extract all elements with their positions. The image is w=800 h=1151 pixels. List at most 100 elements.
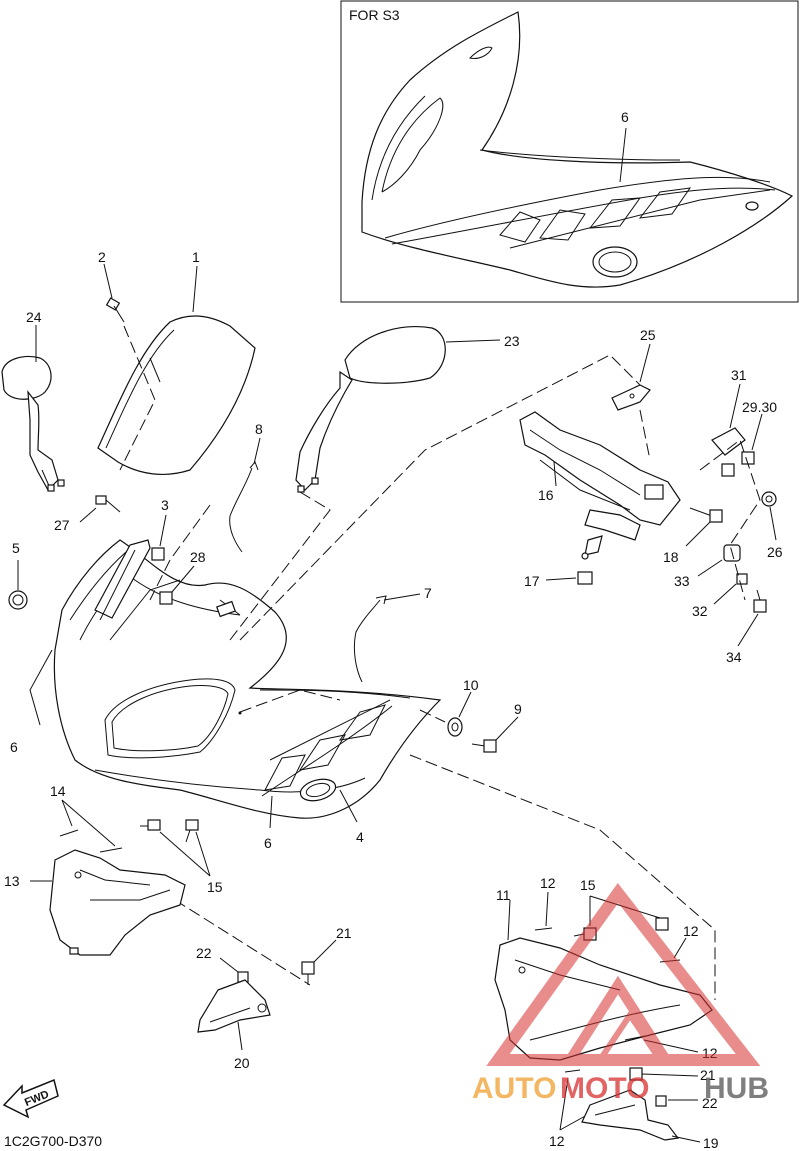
leader-33 — [697, 559, 723, 577]
inner-panel-left — [49, 849, 186, 956]
watermark-part1: AUTO — [472, 1072, 556, 1105]
callout-34: 34 — [726, 649, 742, 665]
dashline-bolt9 — [419, 709, 446, 723]
callout-28: 28 — [190, 549, 206, 565]
nut-28 — [159, 591, 173, 605]
inset-graphic-stripe — [499, 187, 771, 249]
callout-3: 3 — [161, 497, 169, 513]
hose-8 — [229, 461, 259, 553]
leader-15-left — [159, 831, 211, 877]
hose-7 — [353, 595, 387, 683]
callout-10: 10 — [463, 677, 479, 693]
callout-32: 32 — [692, 603, 708, 619]
leader-28 — [171, 565, 195, 593]
leader-6-bottom — [269, 795, 273, 829]
bolt-9 — [471, 739, 497, 753]
leader-9 — [495, 716, 519, 741]
dashline-mirror-mount — [229, 491, 331, 641]
bracket-31 — [711, 427, 746, 456]
callout-15-right: 15 — [580, 877, 596, 893]
leader-18 — [685, 521, 711, 547]
dashline-2 — [119, 325, 156, 471]
leader-22-left — [219, 957, 239, 973]
inset-fastener-hole — [745, 201, 759, 211]
callout-5: 5 — [12, 540, 20, 556]
leader-19 — [671, 1135, 701, 1143]
diagram-code: 1C2G700-D370 — [4, 1133, 102, 1149]
leader-4 — [339, 789, 358, 823]
leader-10 — [458, 691, 472, 718]
leader-21-right — [641, 1073, 699, 1077]
callout-18: 18 — [663, 549, 679, 565]
dashline-bracket25 — [639, 409, 651, 461]
bracket-19 — [581, 1089, 680, 1141]
callout-17: 17 — [524, 573, 540, 589]
dashline-right-panel — [409, 754, 716, 1000]
leader-2 — [103, 263, 113, 299]
grommet-5 — [8, 590, 28, 610]
callout-27: 27 — [54, 517, 70, 533]
callout-21-right: 21 — [700, 1067, 716, 1083]
callout-9: 9 — [514, 701, 522, 717]
windscreen-screw — [105, 297, 125, 323]
cowling-inner-stay — [94, 539, 181, 641]
callout-33: 33 — [674, 573, 690, 589]
callout-11: 11 — [496, 887, 511, 903]
callout-26: 26 — [767, 544, 783, 560]
callout-25: 25 — [640, 327, 656, 343]
leader-14 — [61, 799, 116, 847]
screws-15-left — [140, 819, 199, 843]
callout-12-b: 12 — [683, 923, 699, 939]
damper-29-30 — [721, 451, 755, 477]
leader-31 — [729, 383, 741, 429]
collar-32 — [736, 573, 748, 585]
leader-6-left — [29, 649, 53, 726]
callout-4: 4 — [356, 829, 364, 845]
callout-7: 7 — [424, 585, 432, 601]
leader-32 — [713, 583, 737, 605]
bracket-20 — [197, 979, 271, 1033]
callout-13: 13 — [4, 873, 20, 889]
callout-22-right: 22 — [702, 1095, 718, 1111]
washer-26 — [761, 491, 777, 507]
watermark-text: AUTO MOTO HUB — [472, 1072, 769, 1105]
upper-cowling — [53, 539, 442, 819]
callout-31: 31 — [731, 367, 747, 383]
callout-12-d: 12 — [549, 1133, 565, 1149]
leader-8 — [253, 437, 261, 465]
windscreen — [97, 315, 256, 475]
leader-11 — [507, 899, 511, 941]
dashline-stay — [239, 354, 641, 641]
leader-29-30 — [751, 413, 763, 451]
leader-34 — [737, 613, 759, 647]
inset-cowling-body — [361, 11, 794, 288]
screw-27 — [95, 495, 121, 513]
mirror-right — [295, 325, 446, 493]
dashline-dampers — [699, 439, 761, 601]
leader-3 — [159, 514, 167, 547]
nut-17 — [577, 571, 593, 585]
callout-14: 14 — [50, 783, 66, 799]
leader-1 — [192, 265, 198, 313]
watermark-part3: HUB — [704, 1072, 769, 1105]
callout-21-left: 21 — [336, 925, 352, 941]
bolt-34 — [753, 589, 767, 613]
callout-16: 16 — [538, 487, 554, 503]
cowling-graphic-6 — [261, 699, 393, 797]
leader-23 — [445, 339, 501, 343]
callout-6-inset: 6 — [621, 109, 629, 125]
bracket-25 — [611, 384, 651, 411]
callout-8: 8 — [255, 421, 263, 437]
leader-21-left — [313, 939, 337, 963]
callout-6-left: 6 — [10, 739, 18, 755]
cowling-duct — [299, 778, 337, 802]
callout-20: 20 — [234, 1055, 250, 1071]
washer-10 — [447, 717, 463, 737]
leader-26 — [769, 506, 777, 541]
dashline-screen-mount — [149, 504, 211, 601]
inset-title: FOR S3 — [349, 7, 400, 23]
rivets-14 — [59, 829, 123, 853]
bolt-18 — [689, 507, 723, 523]
fwd-arrow-icon: FWD — [2, 1078, 59, 1119]
leader-16 — [553, 461, 557, 487]
